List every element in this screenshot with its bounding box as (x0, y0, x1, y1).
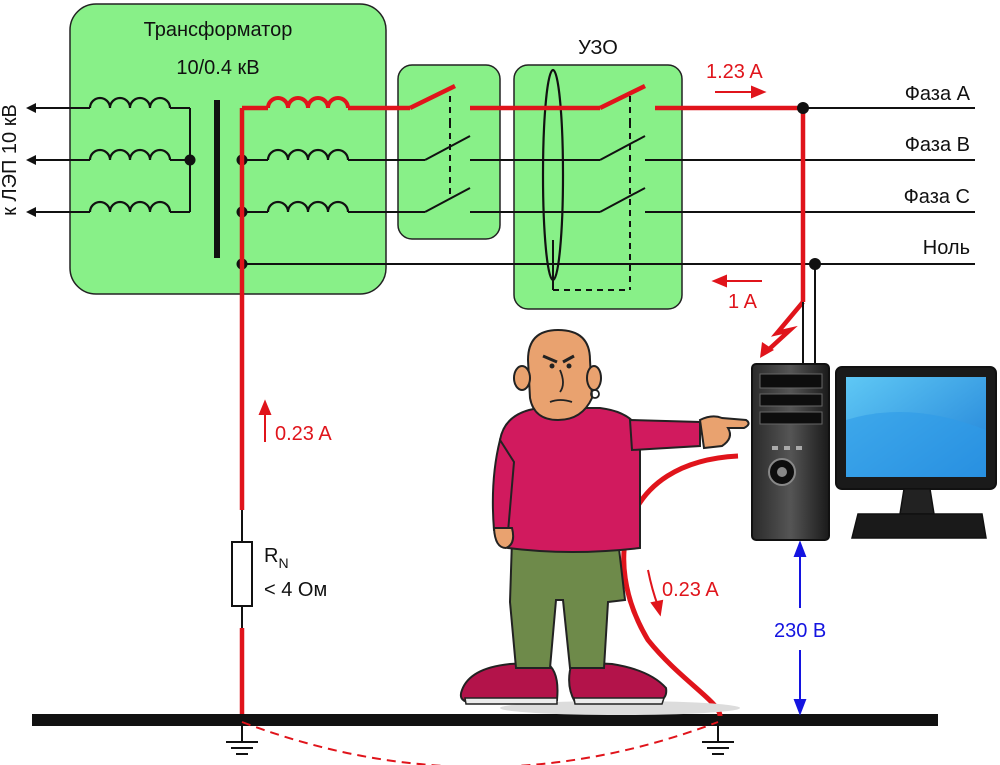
earth-return-path (241, 721, 719, 765)
phase-a-label: Фаза A (905, 83, 971, 105)
voltage-arrow (793, 540, 807, 716)
voltage-label: 230 В (774, 620, 826, 642)
phase-b-label: Фаза B (905, 134, 970, 156)
ground-symbol-consumer (702, 726, 734, 755)
transformer-title: Трансформатор (144, 19, 293, 41)
pc-power-wires (802, 264, 816, 365)
body-current-path (621, 453, 739, 717)
resistor-symbol: R (264, 545, 278, 567)
phase-c-label: Фаза C (904, 186, 970, 208)
rcd-switches (552, 122, 975, 291)
ground-bar (32, 714, 938, 726)
resistor-value: < 4 Ом (264, 579, 327, 601)
breaker-switches (424, 122, 600, 213)
resistor-rn (231, 541, 253, 607)
rcd-label: УЗО (578, 37, 618, 59)
resistor-name: RN (264, 545, 289, 571)
transformer-rating: 10/0.4 кВ (176, 57, 259, 79)
phase-current-label: 1.23 A (706, 61, 763, 83)
rcd-current-sensor (541, 68, 565, 282)
primary-windings (88, 96, 172, 213)
transformer-box (69, 3, 387, 295)
rcd-box (513, 64, 683, 310)
current-arrows (258, 85, 767, 617)
secondary-winding-a (266, 96, 350, 109)
hv-line-label: к ЛЭП 10 кВ (0, 104, 21, 216)
ground-symbol-transformer (226, 726, 258, 755)
phase-a-fault-path (348, 83, 806, 354)
node-neutral-pc (809, 258, 821, 270)
primary-star-node (184, 154, 196, 166)
neutral-label: Ноль (923, 237, 970, 259)
ground-current-label: 0.23 A (275, 423, 332, 445)
fault-arrow-head (760, 342, 774, 358)
secondary-windings (266, 148, 350, 213)
neutral-current-label: 1 A (728, 291, 758, 313)
person-illustration (459, 328, 750, 715)
node-phase-a (797, 102, 809, 114)
resistor-subscript: N (278, 555, 288, 571)
computer-illustration (751, 363, 997, 541)
ground-fault-path (239, 105, 268, 718)
body-current-label: 0.23 A (662, 579, 719, 601)
